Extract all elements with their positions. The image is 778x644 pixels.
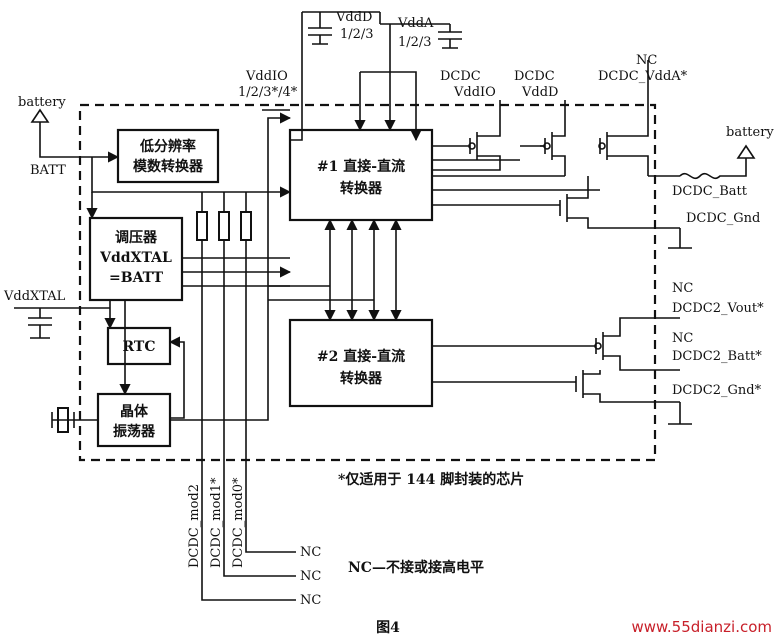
rtc-label: RTC bbox=[123, 339, 156, 355]
nc-legend: NC—不接或接高电平 bbox=[348, 559, 484, 576]
dcdc2-vout-label: DCDC2_Vout* bbox=[672, 301, 764, 316]
dcdc2-label-1: #2 直接-直流 bbox=[317, 348, 405, 365]
vddio-label: VddIO bbox=[245, 69, 288, 84]
dcdc-batt-label: DCDC_Batt bbox=[672, 184, 748, 199]
battery-right-label: battery bbox=[726, 125, 774, 140]
oscillator-label-2: 振荡器 bbox=[113, 423, 156, 440]
dcdc-vddio-label-1: DCDC bbox=[440, 69, 481, 84]
nc2-label: NC bbox=[300, 569, 321, 584]
vddd-opts-label: 1/2/3 bbox=[340, 27, 374, 42]
nc1-label: NC bbox=[300, 545, 321, 560]
regulator-label-3: =BATT bbox=[109, 270, 164, 286]
oscillator-label-1: 晶体 bbox=[120, 403, 149, 420]
dcdc1-block bbox=[288, 128, 434, 222]
regulator-label-2: VddXTAL bbox=[99, 250, 172, 266]
dcdc-vddio-label-2: VddIO bbox=[453, 85, 496, 100]
chip-boundary bbox=[78, 103, 657, 462]
dcdc2-label-2: 转换器 bbox=[340, 370, 383, 387]
battery-left-symbol bbox=[30, 108, 50, 123]
nc-batt2-label: NC bbox=[672, 331, 693, 346]
nc3-label: NC bbox=[300, 593, 321, 608]
nc-vout-label: NC bbox=[672, 281, 693, 296]
footnote: *仅适用于 144 脚封装的芯片 bbox=[338, 471, 524, 488]
adc-label-2: 模数转换器 bbox=[133, 158, 204, 175]
vddio-opts-label: 1/2/3*/4* bbox=[238, 85, 298, 100]
mod2-label: DCDC_mod2 bbox=[187, 484, 202, 568]
dcdc1-label-2: 转换器 bbox=[340, 180, 383, 197]
dcdc-vdda-label: DCDC_VddA* bbox=[598, 69, 688, 84]
dcdc1-label-1: #1 直接-直流 bbox=[317, 158, 405, 175]
watermark: www.55dianzi.com bbox=[631, 618, 772, 636]
vddxtal-label: VddXTAL bbox=[3, 289, 66, 304]
mod1-label: DCDC_mod1* bbox=[209, 477, 224, 568]
regulator-label-1: 调压器 bbox=[115, 230, 158, 246]
vdda-opts-label: 1/2/3 bbox=[398, 35, 432, 50]
regulator-block bbox=[88, 216, 184, 302]
adc-label-1: 低分辨率 bbox=[139, 138, 196, 155]
nc-vdda-label: NC bbox=[636, 53, 657, 68]
mod0-label: DCDC_mod0* bbox=[231, 477, 246, 568]
battery-right-symbol bbox=[736, 144, 756, 159]
figure-caption: 图4 bbox=[376, 620, 400, 636]
dcdc2-block bbox=[288, 318, 434, 408]
vddd-label: VddD bbox=[335, 10, 372, 25]
dcdc-vddd-label-1: DCDC bbox=[514, 69, 555, 84]
battery-left-label: battery bbox=[18, 95, 66, 110]
dcdc-vddd-label-2: VddD bbox=[521, 85, 558, 100]
vdda-label: VddA bbox=[397, 16, 434, 31]
dcdc2-batt-label: DCDC2_Batt* bbox=[672, 349, 762, 364]
dcdc-gnd-label: DCDC_Gnd bbox=[686, 211, 760, 226]
dcdc2-gnd-label: DCDC2_Gnd* bbox=[672, 383, 762, 398]
batt-label: BATT bbox=[30, 163, 66, 178]
